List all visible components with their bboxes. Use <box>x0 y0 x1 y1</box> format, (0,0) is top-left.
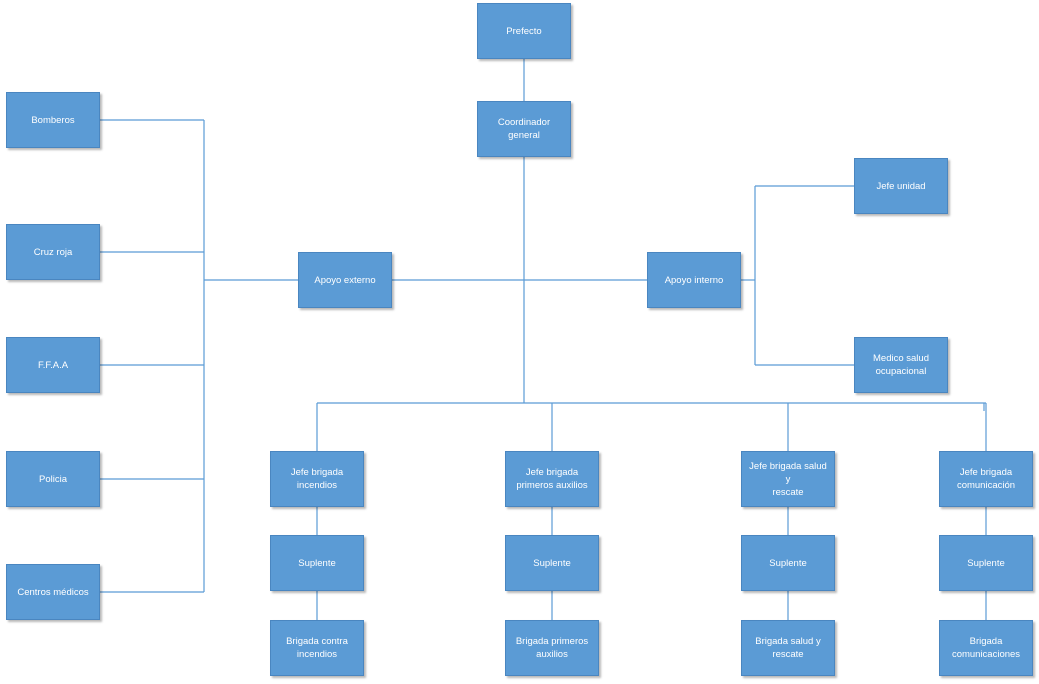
node-centros-medicos: Centros médicos <box>6 564 100 620</box>
node-jefe-brigada-incendios: Jefe brigada incendios <box>270 451 364 507</box>
node-label: rescate <box>772 486 804 498</box>
node-label: Jefe unidad <box>876 180 926 192</box>
node-ffaa: F.F.A.A <box>6 337 100 393</box>
node-label: Policia <box>39 473 67 485</box>
node-label: Jefe brigada salud y <box>749 460 827 485</box>
node-label: Apoyo externo <box>314 274 376 286</box>
node-label: F.F.A.A <box>37 359 69 371</box>
node-label: Bomberos <box>31 114 75 126</box>
node-label: Brigada salud y <box>755 636 821 647</box>
node-label: Jefe brigada <box>959 467 1013 478</box>
node-label: auxilios <box>536 649 568 660</box>
node-apoyo-externo: Apoyo externo <box>298 252 392 308</box>
node-label: Centros médicos <box>17 586 89 598</box>
node-label: Jefe brigada <box>290 467 344 478</box>
node-suplente-incendios: Suplente <box>270 535 364 591</box>
node-label: Brigada <box>969 636 1003 647</box>
node-policia: Policia <box>6 451 100 507</box>
node-label: Coordinador <box>497 117 551 128</box>
node-label: Apoyo interno <box>664 274 724 286</box>
node-prefecto: Prefecto <box>477 3 571 59</box>
node-label: Suplente <box>769 557 807 569</box>
node-label: Suplente <box>298 557 336 569</box>
node-label: Jefe brigada <box>525 467 579 478</box>
node-suplente-comunicacion: Suplente <box>939 535 1033 591</box>
node-suplente-primeros-auxilios: Suplente <box>505 535 599 591</box>
node-label: Suplente <box>967 557 1005 569</box>
node-label: Medico salud <box>873 353 929 364</box>
node-label: comunicaciones <box>951 649 1021 660</box>
node-label: ocupacional <box>875 366 927 377</box>
node-jefe-unidad: Jefe unidad <box>854 158 948 214</box>
node-label: general <box>508 130 540 141</box>
node-label: primeros auxilios <box>516 480 588 491</box>
node-coordinador-general: Coordinador general <box>477 101 571 157</box>
node-brigada-comunicaciones: Brigada comunicaciones <box>939 620 1033 676</box>
node-brigada-contra-incendios: Brigada contra incendios <box>270 620 364 676</box>
node-apoyo-interno: Apoyo interno <box>647 252 741 308</box>
node-label: Cruz roja <box>33 246 73 258</box>
node-label: incendios <box>296 480 338 491</box>
node-label: Brigada contra <box>286 636 348 647</box>
node-bomberos: Bomberos <box>6 92 100 148</box>
node-cruz-roja: Cruz roja <box>6 224 100 280</box>
node-label: rescate <box>772 649 804 660</box>
node-label: Suplente <box>533 557 571 569</box>
node-brigada-salud-rescate: Brigada salud y rescate <box>741 620 835 676</box>
node-jefe-brigada-primeros-auxilios: Jefe brigada primeros auxilios <box>505 451 599 507</box>
node-label: Prefecto <box>506 25 542 37</box>
node-suplente-salud-rescate: Suplente <box>741 535 835 591</box>
node-label: comunicación <box>956 480 1016 491</box>
node-medico-salud-ocupacional: Medico salud ocupacional <box>854 337 948 393</box>
node-jefe-brigada-comunicacion: Jefe brigada comunicación <box>939 451 1033 507</box>
node-label: incendios <box>296 649 338 660</box>
node-brigada-primeros-auxilios: Brigada primeros auxilios <box>505 620 599 676</box>
node-label: Brigada primeros <box>515 636 589 647</box>
